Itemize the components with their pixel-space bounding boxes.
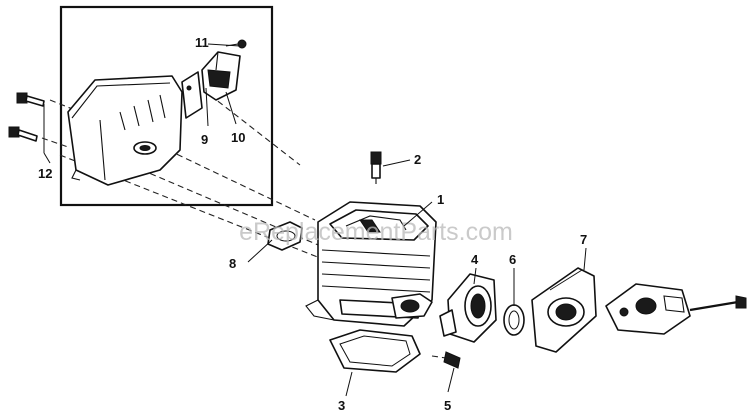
manifold-bolt [431,351,461,369]
exhaust-gasket [267,221,303,251]
callout-8: 8 [229,256,236,271]
small-screw [225,39,247,49]
cylinder [305,201,437,327]
callout-labels: 11 9 10 12 2 1 8 3 5 4 6 7 [38,35,587,413]
callout-4: 4 [471,252,479,267]
callout-1: 1 [437,192,444,207]
spark-plug [370,151,382,184]
muffler [67,75,183,186]
o-ring [503,304,525,336]
screw-lower [8,126,38,142]
carburetor [605,283,691,335]
watermark: eReplacementParts.com [239,218,513,246]
carburetor-adapter [531,267,597,353]
spark-arrestor [201,51,241,101]
intake-manifold [439,273,497,343]
callout-10: 10 [231,130,245,145]
leader-lines [43,43,587,397]
callout-11: 11 [195,35,209,50]
muffler-screws [8,92,45,153]
base-gasket [329,329,421,373]
callout-2: 2 [414,152,421,167]
screw-upper [16,92,45,107]
muffler-inset-frame [59,5,274,207]
callout-9: 9 [201,132,208,147]
muffler-gasket [181,71,203,119]
callout-12: 12 [38,166,52,181]
callout-5: 5 [444,398,451,413]
callout-7: 7 [580,232,587,247]
callout-6: 6 [509,252,516,267]
callout-3: 3 [338,398,345,413]
carburetor-bolt [689,295,747,312]
